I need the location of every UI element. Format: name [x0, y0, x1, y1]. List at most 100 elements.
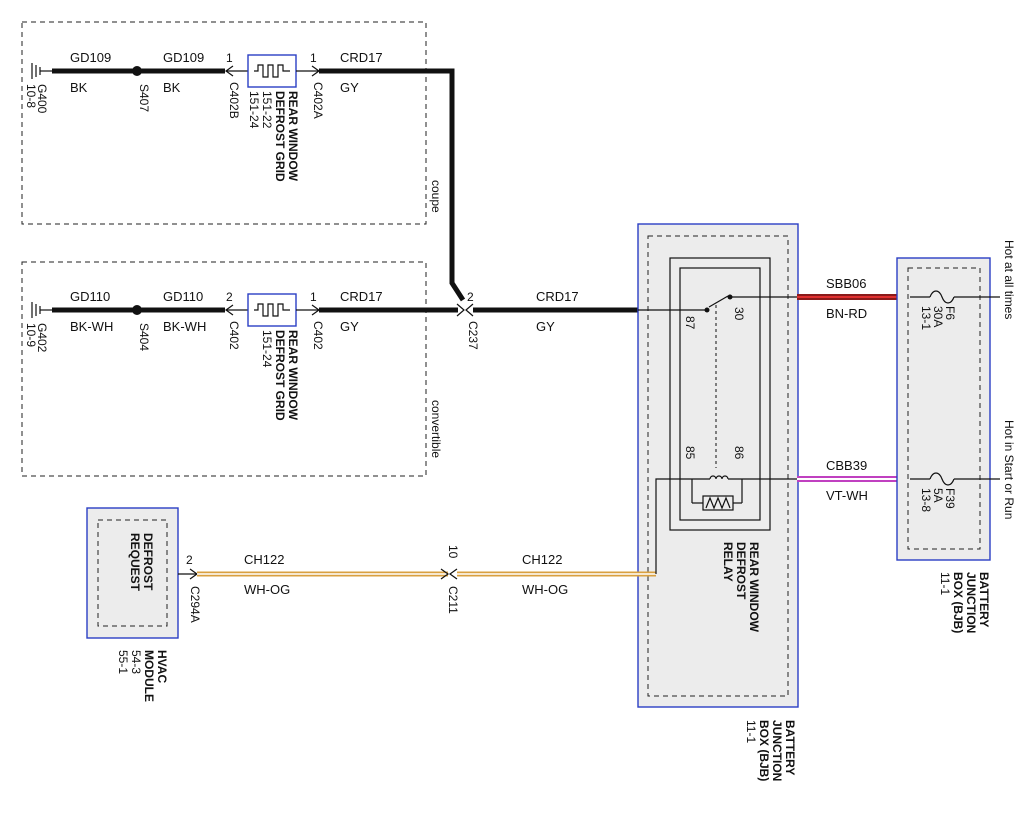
module-label: REQUEST — [128, 533, 142, 592]
fuse-name: F6 — [943, 306, 957, 320]
fuse-icon — [929, 472, 955, 486]
switch-arm — [708, 295, 729, 308]
ground-page: 10-8 — [24, 84, 38, 108]
relay-name: REAR WINDOW — [747, 542, 761, 633]
coupe-zone — [21, 21, 427, 225]
connector-label: C237 — [466, 321, 480, 350]
pin-label: 85 — [683, 446, 697, 460]
connector-icon — [456, 303, 465, 317]
connector-label: C211 — [446, 586, 460, 614]
battery-junction-box-right: F6 30A 13-1 F39 5A 13-8 Hot at all times… — [896, 240, 1016, 633]
pin-label: 1 — [310, 51, 317, 65]
hvac-module: DEFROST REQUEST HVAC MODULE 54-3 55-1 — [86, 507, 179, 702]
grid-name: DEFROST GRID — [273, 330, 287, 421]
relay-inner — [679, 267, 761, 521]
fuse-ref: 13-1 — [919, 306, 933, 330]
module-label: DEFROST — [141, 533, 155, 591]
wire-name: CBB39 — [826, 458, 867, 473]
fuse-ref: 13-8 — [919, 488, 933, 512]
wire-color: GY — [340, 80, 359, 95]
connector-icon — [440, 568, 450, 580]
wire-color: WH-OG — [522, 582, 568, 597]
wire-name: CH122 — [244, 552, 284, 567]
wire-ch122-internal — [655, 478, 690, 574]
wire-name: CRD17 — [340, 289, 383, 304]
coupe-label: coupe — [429, 180, 443, 213]
coil-icon — [709, 475, 729, 480]
wire-color: BK — [70, 80, 88, 95]
grid-ref: 151-22 — [260, 91, 274, 129]
relay-outer — [669, 257, 771, 531]
pin-label: 1 — [310, 290, 317, 304]
connector-label: C402 — [227, 321, 241, 350]
bjb-label: BOX (BJB) — [951, 572, 965, 633]
pin-label: 2 — [467, 290, 474, 304]
ground-icon — [31, 63, 52, 79]
ch122-circuit: 2 C294A CH122 WH-OG 10 C211 CH122 WH-OG — [178, 478, 690, 623]
wire-name: GD109 — [163, 50, 204, 65]
grid-name: REAR WINDOW — [286, 330, 300, 421]
pin-label: 2 — [226, 290, 233, 304]
contact-87 — [704, 307, 710, 313]
ground-page: 10-9 — [24, 323, 38, 347]
convertible-label: convertible — [429, 400, 443, 458]
module-ref: 55-1 — [116, 650, 130, 674]
connector-label: C402A — [311, 82, 325, 119]
ground-location: G400 — [35, 84, 49, 114]
wire-name: CRD17 — [536, 289, 579, 304]
bjb-inner — [647, 235, 789, 697]
wire-name: CH122 — [522, 552, 562, 567]
grid-ref: 151-24 — [247, 91, 261, 129]
bjb-outer — [637, 223, 799, 708]
bjb-outer — [896, 257, 991, 561]
heater-icon — [254, 64, 290, 78]
connector-label: C402B — [227, 82, 241, 119]
relay-name: RELAY — [721, 542, 735, 582]
wire-color: WH-OG — [244, 582, 290, 597]
pin-label: 86 — [732, 446, 746, 460]
wire-color: BK-WH — [163, 319, 206, 334]
wire-color: BK — [163, 80, 181, 95]
connector-label: C402 — [311, 321, 325, 350]
pin-label: 10 — [446, 545, 460, 559]
wire-color: BK-WH — [70, 319, 113, 334]
wire-name: GD109 — [70, 50, 111, 65]
module-name: HVAC — [155, 650, 169, 683]
wire-color: VT-WH — [826, 488, 868, 503]
hvac-inner — [97, 519, 168, 627]
pin-label: 87 — [683, 316, 697, 330]
grid-name: DEFROST GRID — [273, 91, 287, 182]
wire-color: BN-RD — [826, 306, 867, 321]
bjb-label: BATTERY — [783, 720, 797, 775]
module-ref: 54-3 — [129, 650, 143, 674]
fuse-amp: 5A — [931, 488, 945, 503]
power-wires: SBB06 BN-RD CBB39 VT-WH — [797, 276, 910, 503]
pin-label: 2 — [186, 553, 193, 567]
wire-color: GY — [340, 319, 359, 334]
bjb-ref: 11-1 — [938, 572, 952, 595]
bjb-label: BOX (BJB) — [757, 720, 771, 781]
bjb-label: JUNCTION — [770, 720, 784, 781]
wire-name: GD110 — [163, 289, 203, 304]
battery-junction-box-center: BATTERY JUNCTION BOX (BJB) 11-1 — [637, 223, 799, 781]
c237-connector: 2 C237 CRD17 GY — [456, 289, 638, 350]
defrost-relay: 30 87 85 86 REAR WINDOW DEFROST RELAY — [638, 257, 797, 633]
convertible-zone — [21, 261, 427, 477]
bottom-circuit: G402 10-9 GD110 BK-WH S404 GD110 BK-WH 2… — [24, 289, 458, 421]
fuse-amp: 30A — [931, 306, 945, 327]
grid-ref: 151-24 — [260, 330, 274, 368]
top-circuit: G400 10-8 GD109 BK S407 GD109 BK 1 C402B… — [24, 50, 466, 302]
bjb-inner — [907, 267, 981, 550]
bjb-label: JUNCTION — [964, 572, 978, 633]
wire-name: CRD17 — [340, 50, 383, 65]
hot-label: Hot in Start or Run — [1002, 420, 1016, 519]
fuse-icon — [929, 290, 955, 304]
hvac-outer — [86, 507, 179, 639]
pin-label: 1 — [226, 51, 233, 65]
wire-name: SBB06 — [826, 276, 866, 291]
connector-label: C294A — [188, 586, 202, 623]
ground-location: G402 — [35, 323, 49, 353]
wire-name: GD110 — [70, 289, 110, 304]
fuse-name: F39 — [943, 488, 957, 509]
